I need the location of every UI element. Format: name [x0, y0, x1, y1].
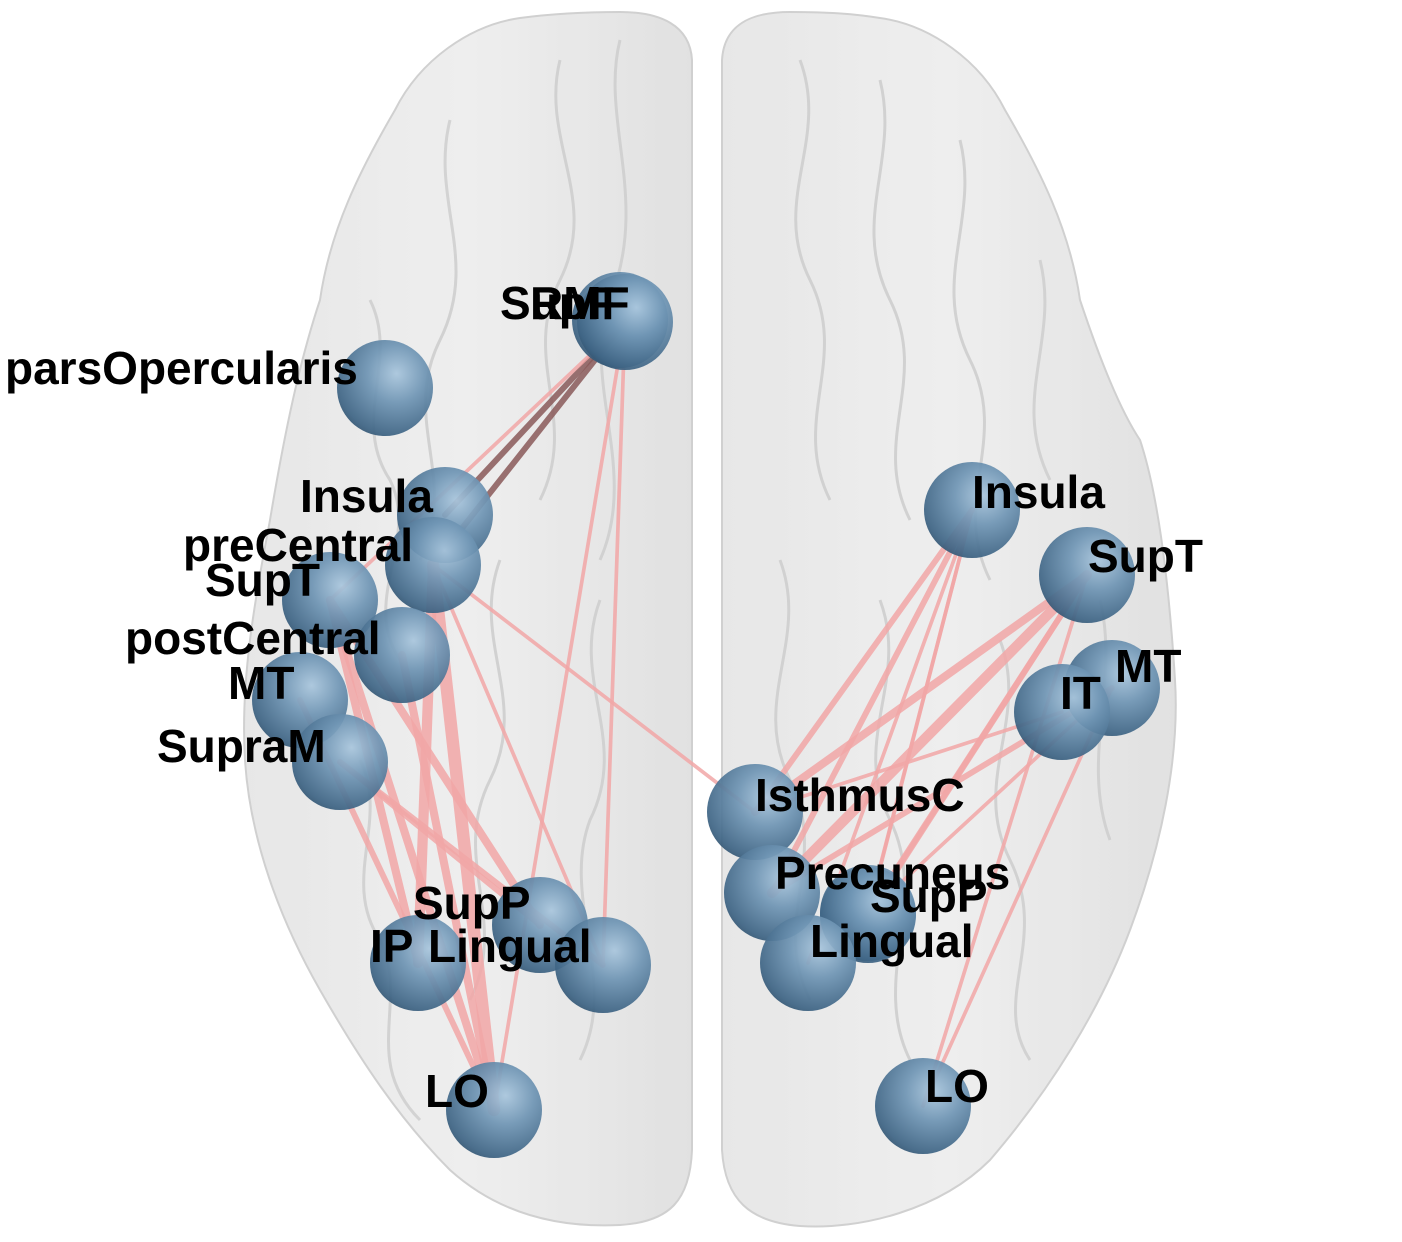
- labels-layer: SupFRMFparsOpercularisInsulapreCentralSu…: [5, 277, 1203, 1117]
- edge-R_SupT-R_LO: [921, 573, 1089, 1108]
- node-label-R_Insula: Insula: [972, 466, 1105, 518]
- node-label-R_MT: MT: [1115, 640, 1181, 692]
- node-L_IP: [370, 915, 466, 1011]
- node-label-RMF: RMF: [530, 277, 630, 329]
- edge-R_Insula-R_IsthmusC: [752, 507, 975, 815]
- node-label-L_SupT: SupT: [205, 554, 320, 606]
- node-label-L_IP: IP: [370, 920, 413, 972]
- edge-R_IT-R_IsthmusC: [753, 710, 1064, 814]
- edge-RMF-L_SupT: [328, 320, 627, 602]
- node-R_SupT: [1039, 527, 1135, 623]
- node-RMF: [577, 274, 673, 370]
- node-label-L_Insula: Insula: [300, 470, 433, 522]
- node-L_LO: [446, 1062, 542, 1158]
- node-label-L_LO: LO: [425, 1065, 489, 1117]
- node-R_LO: [875, 1058, 971, 1154]
- edge-RMF-L_Lingual: [601, 320, 627, 967]
- node-R_Cuneus: [760, 915, 856, 1011]
- node-label-R_SupP: SupP: [870, 870, 988, 922]
- edge-RMF-L_LO: [492, 320, 627, 1112]
- node-R_IsthmusC: [707, 764, 803, 860]
- node-R_IT: [1014, 664, 1110, 760]
- edge-R_SupT-R_Precuneus: [766, 569, 1093, 899]
- node-label-L_SupraM: SupraM: [157, 720, 326, 772]
- edge-R_Insula-R_Precuneus: [769, 507, 975, 896]
- edge-R_MT-R_LO: [921, 686, 1114, 1108]
- node-label-R_IsthmusC: IsthmusC: [755, 769, 965, 821]
- node-L_Lingual: [555, 917, 651, 1013]
- edge-L_preCentral-R_IsthmusC: [431, 563, 757, 814]
- edge-R_SupT-R_IsthmusC: [750, 570, 1092, 817]
- node-label-L_SupP: SupP: [413, 877, 531, 929]
- edge-L_postCentral-L_LO: [397, 650, 499, 1115]
- edge-R_Insula-R_SupP: [866, 508, 974, 915]
- node-label-SupF: SupF: [500, 277, 615, 329]
- node-label-L_MT: MT: [228, 657, 294, 709]
- edge-L_SupT-L_LO: [325, 595, 499, 1115]
- node-L_SupT: [282, 552, 378, 648]
- node-label-L_preCentral: preCentral: [183, 519, 413, 571]
- node-label-R_Lingual: Lingual: [810, 915, 974, 967]
- nodes-layer: [252, 272, 1160, 1158]
- node-label-R_LO: LO: [925, 1060, 989, 1112]
- node-parsOpercularis: [337, 340, 433, 436]
- node-L_preCentral: [385, 517, 481, 613]
- node-label-R_Precuneus: Precuneus: [775, 847, 1010, 899]
- node-label-R_SupT: SupT: [1088, 530, 1203, 582]
- node-L_postCentral: [354, 607, 450, 703]
- node-L_SupraM: [292, 714, 388, 810]
- edge-R_SupT-R_Lingual: [865, 572, 1090, 918]
- node-R_Insula: [924, 462, 1020, 558]
- node-label-L_postCentral: postCentral: [125, 612, 381, 664]
- node-label-parsOpercularis: parsOpercularis: [5, 342, 358, 394]
- node-label-R_IT: IT: [1060, 667, 1101, 719]
- node-label-L_Lingual: Lingual: [428, 920, 592, 972]
